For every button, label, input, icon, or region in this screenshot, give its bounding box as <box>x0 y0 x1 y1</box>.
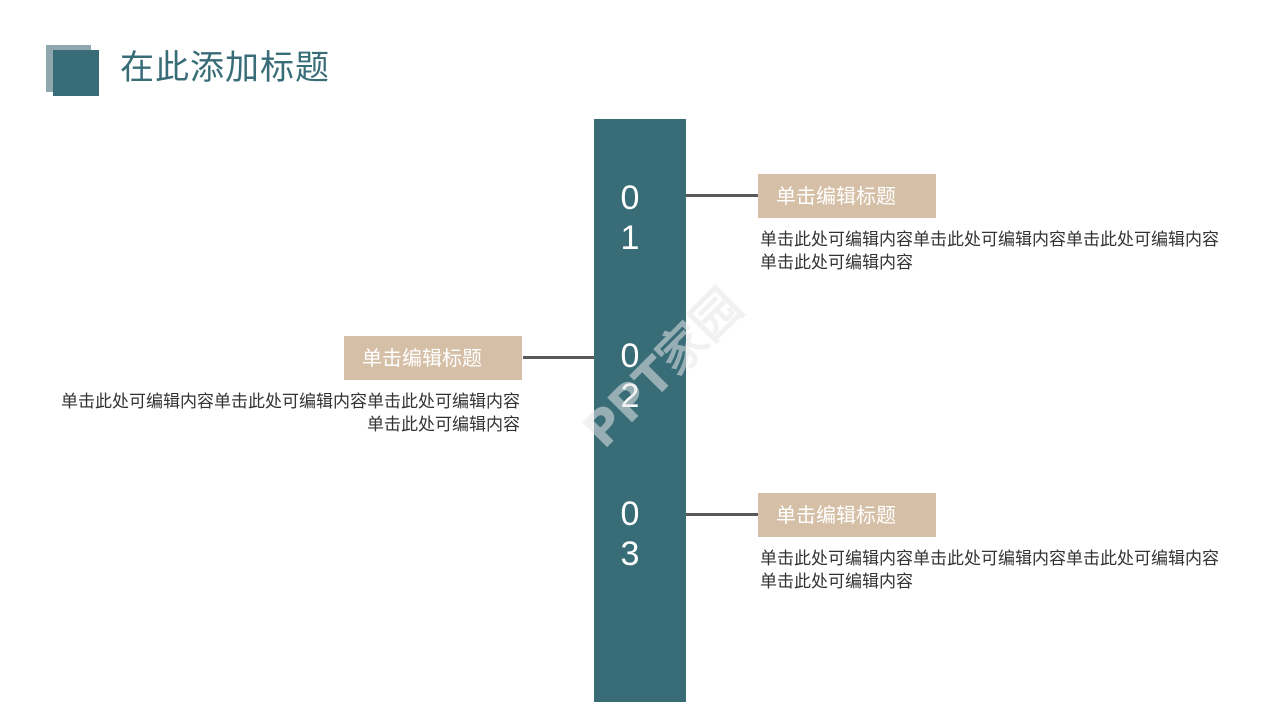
step-3-connector <box>686 513 758 516</box>
step-3-digit-1: 0 <box>620 495 640 533</box>
timeline-bar <box>594 119 686 702</box>
step-number-2: 0 2 <box>594 336 666 416</box>
step-1-description[interactable]: 单击此处可编辑内容单击此处可编辑内容单击此处可编辑内容单击此处可编辑内容 <box>760 230 1219 273</box>
page-title[interactable]: 在此添加标题 <box>120 48 330 88</box>
step-2-description[interactable]: 单击此处可编辑内容单击此处可编辑内容单击此处可编辑内容单击此处可编辑内容 <box>61 392 520 435</box>
step-2-digit-1: 0 <box>620 337 640 375</box>
step-number-3: 0 3 <box>594 494 666 574</box>
step-2-digit-2: 2 <box>620 377 640 415</box>
step-3-description[interactable]: 单击此处可编辑内容单击此处可编辑内容单击此处可编辑内容单击此处可编辑内容 <box>760 549 1219 592</box>
step-1-label[interactable]: 单击编辑标题 <box>758 174 936 218</box>
step-number-1: 0 1 <box>594 178 666 258</box>
title-square-icon <box>53 50 99 96</box>
step-3-label[interactable]: 单击编辑标题 <box>758 493 936 537</box>
step-3-digit-2: 3 <box>620 535 640 573</box>
step-1-connector <box>686 194 758 197</box>
step-2-connector <box>523 356 594 359</box>
step-1-digit-1: 0 <box>620 179 640 217</box>
step-1-digit-2: 1 <box>620 219 640 257</box>
step-2-label[interactable]: 单击编辑标题 <box>344 336 522 380</box>
